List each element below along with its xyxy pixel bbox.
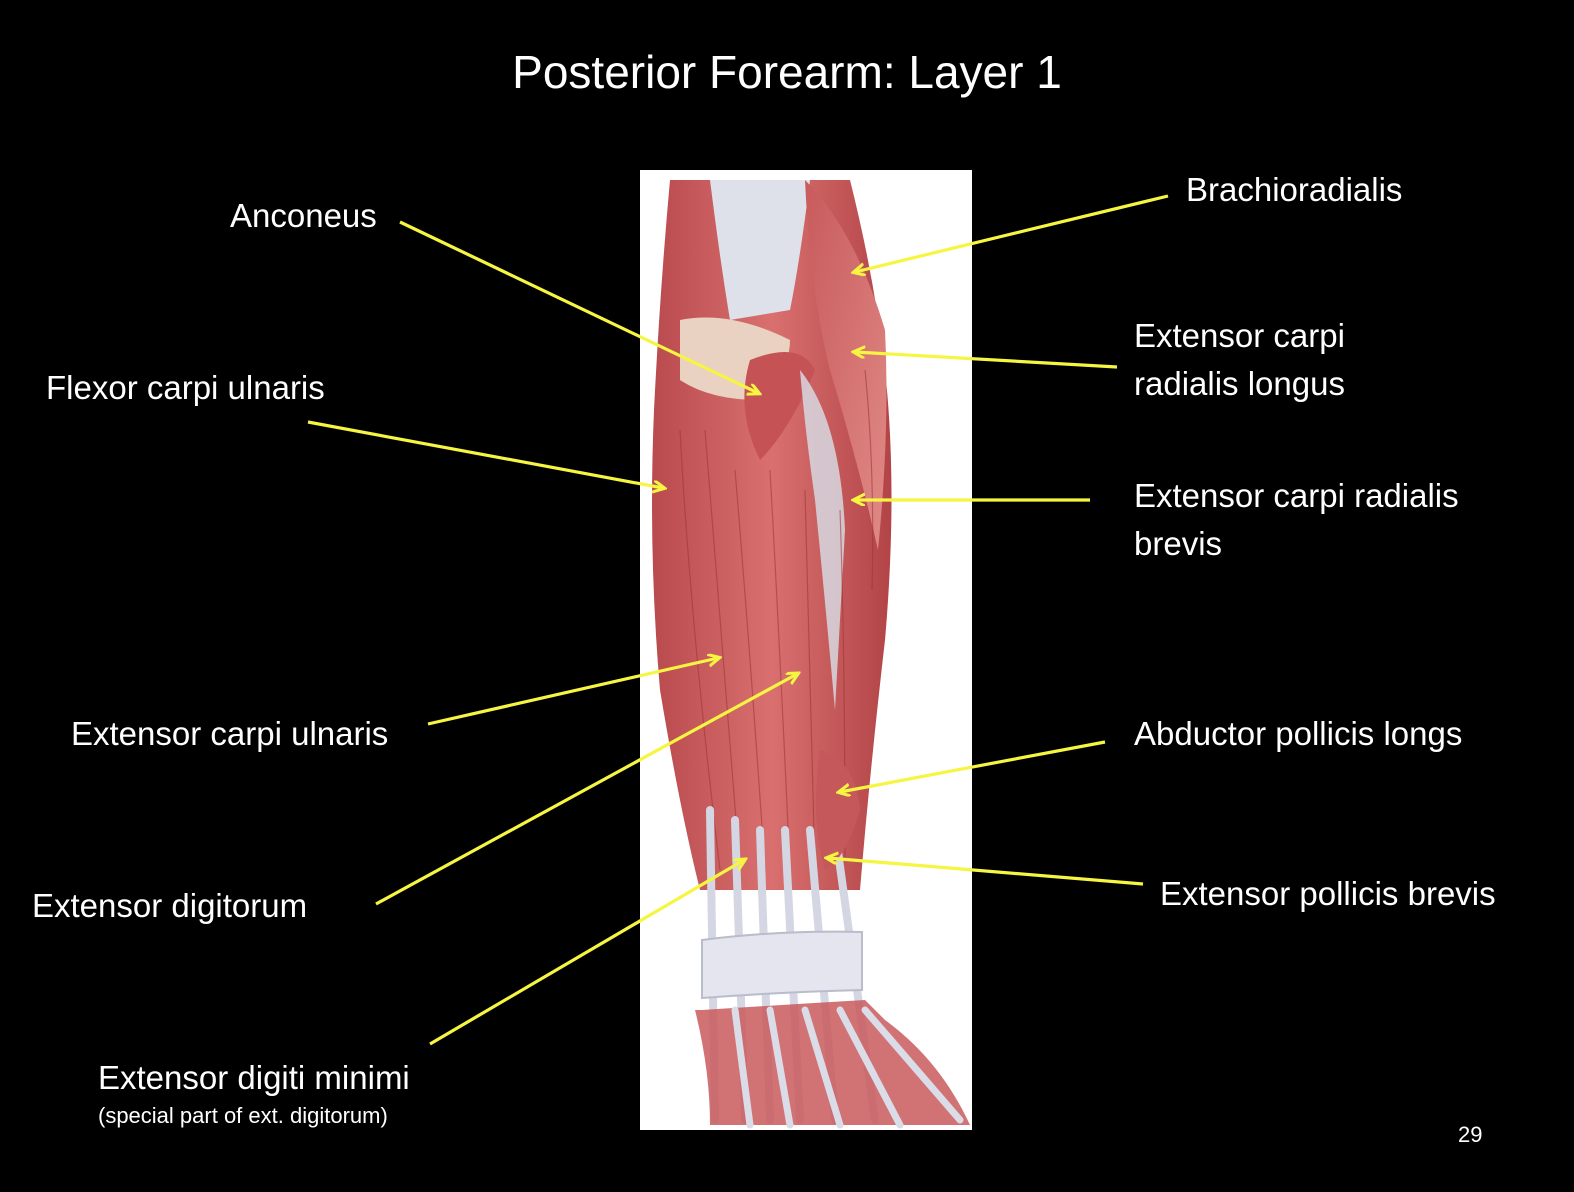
anconeus-shape bbox=[744, 352, 815, 460]
label-extensor-digiti-minimi: Extensor digiti minimi bbox=[98, 1059, 410, 1096]
label-extensor-digiti-minimi-note: (special part of ext. digitorum) bbox=[98, 1103, 388, 1128]
label-extensor-carpi-ulnaris: Extensor carpi ulnaris bbox=[71, 715, 389, 752]
slide-title: Posterior Forearm: Layer 1 bbox=[512, 46, 1062, 98]
label-flexor-carpi-ulnaris: Flexor carpi ulnaris bbox=[46, 369, 325, 406]
forearm-illustration bbox=[640, 170, 972, 1130]
label-extensor-pollicis-brevis: Extensor pollicis brevis bbox=[1160, 875, 1496, 912]
extensor-retinaculum bbox=[701, 930, 863, 1000]
label-extensor-digitorum: Extensor digitorum bbox=[32, 887, 308, 924]
hand-base bbox=[695, 1000, 970, 1125]
label-abductor-pollicis: Abductor pollicis longs bbox=[1134, 715, 1463, 752]
label-ecrb-line1: Extensor carpi radialis bbox=[1134, 477, 1459, 514]
label-brachioradialis: Brachioradialis bbox=[1186, 171, 1403, 208]
page-number: 29 bbox=[1458, 1122, 1483, 1147]
arrow-flexor-carpi-ulnaris bbox=[307, 420, 663, 488]
fascia-streak bbox=[800, 370, 845, 710]
forearm-drawing bbox=[652, 180, 970, 1129]
label-ecrl-line1: Extensor carpi bbox=[1134, 317, 1345, 354]
label-ecrb-line2: brevis bbox=[1134, 525, 1223, 562]
label-anconeus: Anconeus bbox=[230, 197, 377, 234]
brachioradialis-shape bbox=[805, 180, 887, 550]
label-ecrl-line2: radialis longus bbox=[1134, 365, 1345, 402]
